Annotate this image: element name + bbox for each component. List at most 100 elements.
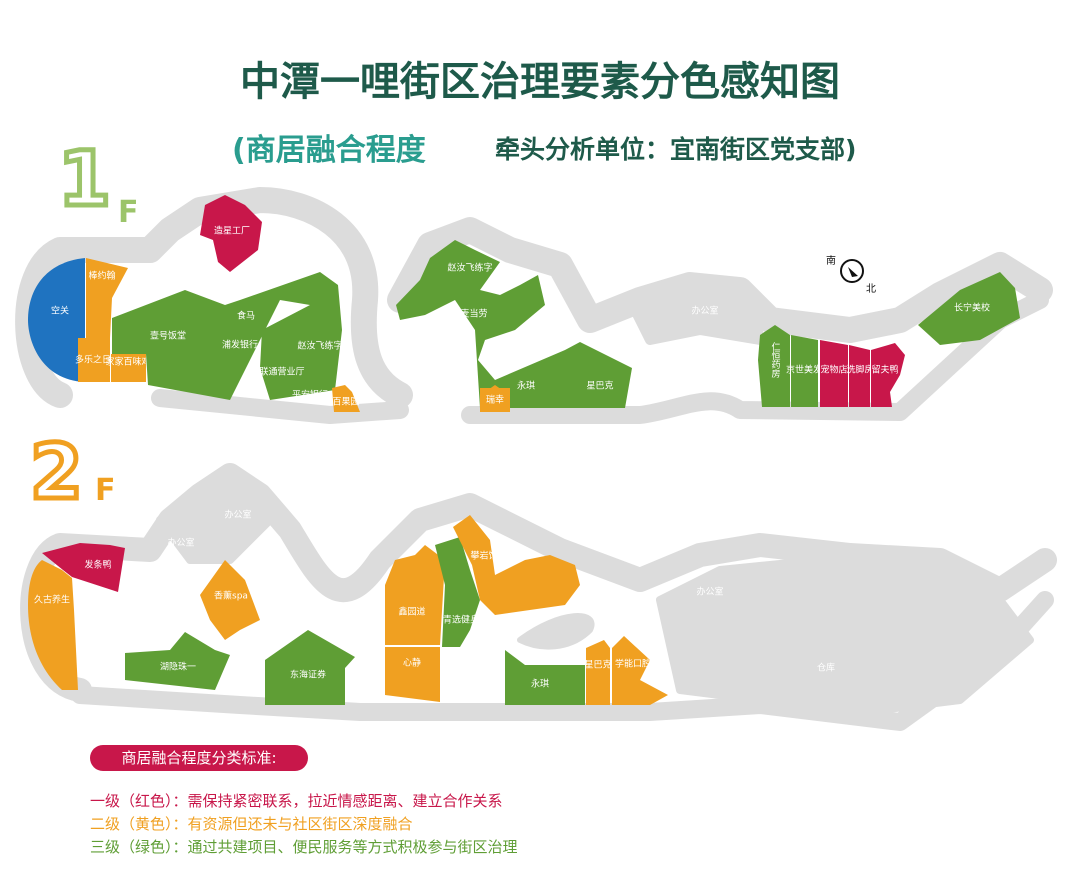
- legend-heading-pill: [90, 745, 308, 771]
- store-donghai[interactable]: 东海证券: [265, 630, 355, 705]
- svg-text:办公室: 办公室: [691, 305, 718, 317]
- svg-text:办公室: 办公室: [167, 537, 194, 549]
- floor-1-number: 1: [58, 134, 111, 223]
- svg-text:永琪: 永琪: [517, 380, 535, 392]
- store-xingbake-2f[interactable]: 星巴克: [584, 640, 612, 705]
- store-huyin[interactable]: 湖隐珠一: [125, 632, 230, 690]
- svg-text:造星工厂: 造星工厂: [214, 225, 250, 237]
- floor-1-label: 1 F: [56, 132, 139, 231]
- store-xinjing[interactable]: 心静: [385, 647, 440, 702]
- floor-2-suffix: F: [95, 473, 116, 508]
- store-jiugu[interactable]: 久古养生: [28, 560, 78, 690]
- store-jingshi[interactable]: 京世美发: [786, 335, 822, 407]
- store-maidanglao[interactable]: 麦当劳: [460, 308, 487, 320]
- svg-text:联通营业厅: 联通营业厅: [259, 366, 304, 378]
- store-xingbake-1f[interactable]: 星巴克: [586, 381, 613, 392]
- svg-text:空关: 空关: [51, 305, 69, 317]
- store-fatiaoya[interactable]: 发条鸭: [42, 543, 125, 592]
- svg-text:瑞幸: 瑞幸: [486, 394, 504, 406]
- store-zaoxing[interactable]: 造星工厂: [200, 195, 262, 272]
- store-kongguan[interactable]: 空关: [28, 258, 85, 382]
- floor-1-corridor: [15, 187, 1053, 424]
- store-zhaoru-1[interactable]: 赵汝飞练字: [297, 340, 342, 352]
- store-ruixing[interactable]: 瑞幸: [480, 385, 510, 412]
- store-liantong[interactable]: 联通营业厅: [259, 366, 304, 378]
- compass-icon: [840, 259, 864, 283]
- store-panyan[interactable]: 攀岩馆: [453, 515, 580, 615]
- svg-text:永琪: 永琪: [531, 678, 549, 690]
- svg-text:攀岩馆: 攀岩馆: [470, 550, 497, 562]
- office-1f: 办公室: [691, 305, 718, 317]
- store-pingan[interactable]: 平安银行: [292, 389, 328, 401]
- svg-text:麦当劳: 麦当劳: [460, 308, 487, 320]
- legend: 商居融合程度分类标准: 一级（红色）：需保持紧密联系，拉近情感距离、建立合作关系…: [90, 745, 518, 856]
- svg-text:心静: 心静: [403, 657, 421, 669]
- store-changning[interactable]: 长宁美校: [918, 272, 1020, 345]
- floor-1-suffix: F: [118, 195, 139, 230]
- svg-text:湖隐珠一: 湖隐珠一: [160, 661, 196, 673]
- legend-item-green: 三级（绿色）：通过共建项目、便民服务等方式积极参与街区治理: [90, 838, 518, 856]
- svg-text:鑫园道: 鑫园道: [398, 606, 425, 618]
- store-shima[interactable]: 食马: [237, 310, 255, 322]
- store-qingxuan[interactable]: 青选健身: [435, 537, 480, 647]
- office-2f-c: 办公室: [696, 586, 723, 598]
- legend-item-yellow: 二级（黄色）：有资源但还未与社区街区深度融合: [90, 815, 413, 833]
- store-green-block-2: [396, 240, 632, 408]
- store-pufa[interactable]: 浦发银行: [222, 339, 258, 351]
- svg-text:久古养生: 久古养生: [34, 594, 70, 606]
- svg-text:香薰spa: 香薰spa: [214, 590, 248, 602]
- svg-text:学能口腔: 学能口腔: [615, 658, 651, 670]
- svg-text:北: 北: [866, 283, 876, 295]
- svg-text:青选健身: 青选健身: [443, 614, 479, 626]
- store-duole[interactable]: 多乐之日: [75, 338, 111, 382]
- svg-text:百果园: 百果园: [332, 397, 359, 408]
- store-baiwei[interactable]: 家家百味鸡: [105, 354, 151, 382]
- svg-text:办公室: 办公室: [224, 509, 251, 521]
- svg-text:留夫鸭: 留夫鸭: [871, 364, 898, 376]
- subtitle-topic: (商居融合程度: [232, 133, 426, 168]
- svg-text:赵汝飞练字: 赵汝飞练字: [447, 262, 492, 274]
- floor-2-stores: 发条鸭 久古养生 办公室 办公室 香薰spa 湖隐珠一 东海证券 鑫园道 心静 …: [28, 509, 835, 705]
- svg-text:仓库: 仓库: [817, 662, 835, 674]
- office-2f-a: 办公室: [167, 537, 194, 549]
- store-bangyuehan[interactable]: 棒约翰: [86, 258, 128, 338]
- store-liufuya[interactable]: 留夫鸭: [871, 343, 905, 407]
- store-chongwu[interactable]: 宠物店: [820, 340, 848, 407]
- svg-text:星巴克: 星巴克: [584, 660, 611, 671]
- legend-heading: 商居融合程度分类标准:: [121, 749, 276, 767]
- svg-text:星巴克: 星巴克: [586, 381, 613, 392]
- store-yihao[interactable]: 壹号饭堂: [150, 330, 186, 342]
- store-zhaoru-2[interactable]: 赵汝飞练字: [447, 262, 492, 274]
- store-xueneng[interactable]: 学能口腔: [612, 636, 668, 705]
- floor-2-corridor: [20, 463, 1057, 731]
- store-yongqi-1f[interactable]: 永琪: [517, 380, 535, 392]
- store-xinyuan[interactable]: 鑫园道: [385, 545, 445, 645]
- svg-text:办公室: 办公室: [696, 586, 723, 598]
- svg-text:食马: 食马: [237, 310, 255, 322]
- svg-text:东海证券: 东海证券: [290, 669, 326, 681]
- svg-text:多乐之日: 多乐之日: [75, 354, 111, 366]
- svg-text:长宁美校: 长宁美校: [954, 302, 990, 314]
- svg-text:发条鸭: 发条鸭: [84, 559, 111, 571]
- svg-text:京世美发: 京世美发: [786, 364, 822, 376]
- legend-item-red: 一级（红色）：需保持紧密联系，拉近情感距离、建立合作关系: [90, 792, 503, 810]
- warehouse-2f: 仓库: [817, 662, 835, 674]
- store-baiguoyuan[interactable]: 百果园: [332, 385, 360, 412]
- svg-text:壹号饭堂: 壹号饭堂: [150, 330, 186, 342]
- svg-text:宠物店: 宠物店: [820, 364, 847, 376]
- store-renheng[interactable]: 仁恒药房: [758, 325, 790, 407]
- floor-2-number: 2: [30, 427, 83, 516]
- subtitle-lead-unit: 牵头分析单位：宜南街区党支部): [495, 135, 856, 164]
- svg-text:南: 南: [826, 254, 836, 267]
- svg-text:棒约翰: 棒约翰: [88, 270, 115, 282]
- store-yongqi-2f[interactable]: 永琪: [505, 650, 585, 705]
- compass: 南 北: [826, 254, 876, 295]
- store-spa[interactable]: 香薰spa: [200, 560, 260, 640]
- svg-text:家家百味鸡: 家家百味鸡: [105, 356, 150, 368]
- svg-text:浦发银行: 浦发银行: [222, 339, 258, 351]
- floor-2-label: 2 F: [28, 425, 116, 519]
- store-xijiao[interactable]: 洗脚房: [846, 345, 874, 407]
- store-green-block-1: [112, 272, 342, 400]
- svg-text:仁恒药房: 仁恒药房: [770, 341, 781, 379]
